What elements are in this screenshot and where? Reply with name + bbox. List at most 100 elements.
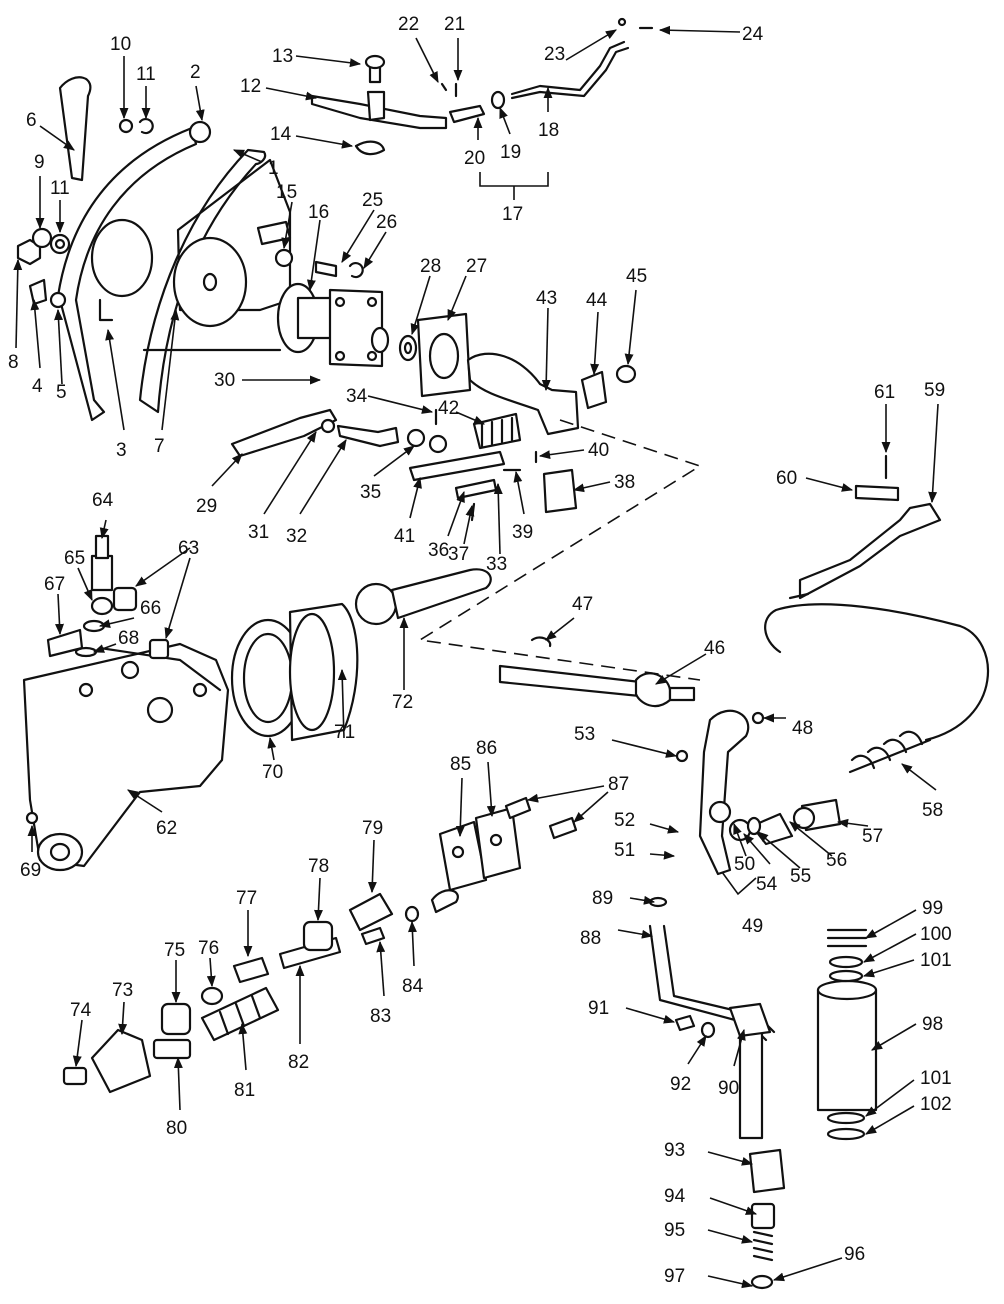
callout-60: 60 [776,468,797,489]
callout-32: 32 [286,526,307,547]
callout-92: 92 [670,1074,691,1095]
callout-10: 10 [110,34,131,55]
callout-97: 97 [664,1266,685,1287]
callout-75: 75 [164,940,185,961]
small-fasteners-left [16,117,154,309]
callout-30: 30 [214,370,235,391]
callout-64: 64 [92,490,114,511]
callout-23: 23 [544,44,565,65]
callout-1: 1 [268,158,279,179]
subassembly-dashed-outline [417,419,702,681]
callout-6: 6 [26,110,37,131]
callout-25: 25 [362,190,383,211]
callout-43: 43 [536,288,557,309]
callout-33: 33 [486,554,507,575]
callout-11a: 11 [136,64,156,85]
control-valve-housing [466,352,637,436]
callout-63: 63 [178,538,199,559]
filter-assembly [648,896,878,1290]
callout-88: 88 [580,928,601,949]
callout-8: 8 [8,352,19,373]
callout-82: 82 [288,1052,309,1073]
callout-80: 80 [166,1118,187,1139]
callout-27: 27 [466,256,487,277]
quadrant-assembly [56,76,292,422]
callout-101b: 101 [920,1068,952,1089]
callout-42: 42 [438,398,459,419]
callout-17: 17 [502,204,523,225]
callout-79: 79 [362,818,383,839]
callout-57: 57 [862,826,883,847]
callout-61: 61 [874,382,895,403]
callout-58: 58 [922,800,943,821]
callout-71: 71 [334,722,355,743]
callout-14: 14 [270,124,292,145]
lift-arm-linkage [230,408,578,522]
callout-20: 20 [464,148,485,169]
callout-90: 90 [718,1078,739,1099]
callout-49: 49 [742,916,763,937]
callout-81: 81 [234,1080,255,1101]
callout-102: 102 [920,1094,952,1115]
callout-18: 18 [538,120,559,141]
callout-45: 45 [626,266,647,287]
callout-15: 15 [276,182,297,203]
callout-94: 94 [664,1186,686,1207]
callout-52: 52 [614,810,635,831]
callout-29: 29 [196,496,217,517]
callout-3: 3 [116,440,127,461]
callout-22: 22 [398,14,419,35]
leader-lines [13,25,939,1289]
callout-34: 34 [346,386,368,407]
pump-housing [22,642,230,872]
cross-shaft-housing [256,220,390,368]
callout-95: 95 [664,1220,685,1241]
callout-35: 35 [360,482,381,503]
callout-86: 86 [476,738,497,759]
callout-16: 16 [308,202,329,223]
callout-87: 87 [608,774,629,795]
pump-fittings [46,534,170,660]
callout-44: 44 [586,290,608,311]
callout-11b: 11 [50,178,70,199]
callout-67: 67 [44,574,65,595]
callout-55: 55 [790,866,811,887]
callout-59: 59 [924,380,945,401]
callout-12: 12 [240,76,261,97]
callout-19: 19 [500,142,521,163]
callout-93: 93 [664,1140,685,1161]
callout-62: 62 [156,818,177,839]
callout-53: 53 [574,724,595,745]
callout-4: 4 [32,376,43,397]
callout-96: 96 [844,1244,865,1265]
callout-72: 72 [392,692,413,713]
callout-77: 77 [236,888,257,909]
callout-51: 51 [614,840,635,861]
callout-54: 54 [756,874,778,895]
valve-bracket [430,796,578,914]
callout-36: 36 [428,540,449,561]
callout-83: 83 [370,1006,391,1027]
callout-99: 99 [922,898,943,919]
callout-76: 76 [198,938,219,959]
callout-66: 66 [140,598,161,619]
gasket-and-washer [398,312,472,398]
callout-78: 78 [308,856,329,877]
callout-28: 28 [420,256,441,277]
top-linkage [310,17,654,156]
callout-26: 26 [376,212,397,233]
callout-31: 31 [248,522,269,543]
callout-50: 50 [734,854,755,875]
callout-91: 91 [588,998,609,1019]
cylinder-and-piston [230,568,492,742]
spool-valve-parts [62,892,420,1094]
callout-46: 46 [704,638,725,659]
callout-65: 65 [64,548,85,569]
callout-89: 89 [592,888,613,909]
callout-85: 85 [450,754,471,775]
callout-9: 9 [34,152,45,173]
callout-70: 70 [262,762,283,783]
callout-24: 24 [742,24,764,45]
callout-41: 41 [394,526,415,547]
